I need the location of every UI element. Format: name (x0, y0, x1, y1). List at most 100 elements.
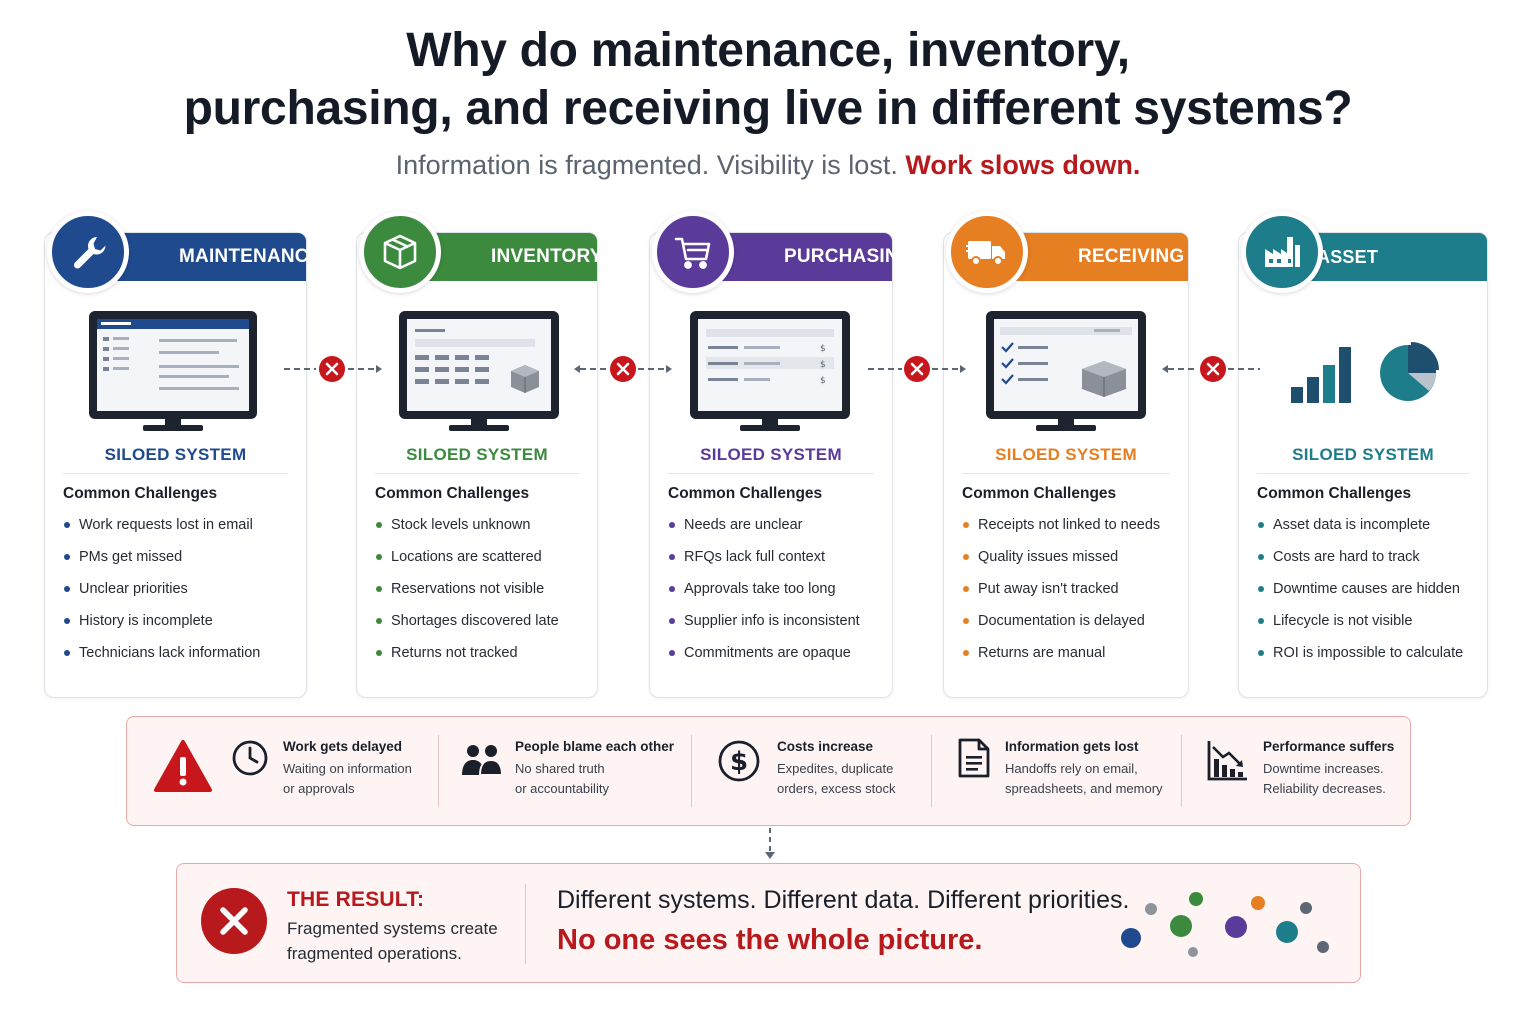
list-item: Put away isn't tracked (962, 579, 1160, 611)
impact-line: orders, excess stock (777, 781, 896, 796)
list-item: Supplier info is inconsistent (668, 611, 860, 643)
title-line-2: purchasing, and receiving live in differ… (183, 82, 1353, 135)
list-item: Stock levels unknown (375, 515, 559, 547)
impact-line: or approvals (283, 781, 355, 796)
subtitle-emphasis: Work slows down. (905, 150, 1141, 180)
declining-chart-icon (1207, 741, 1247, 781)
card-title: INVENTORY (491, 246, 603, 267)
result-text: Fragmented systems create fragmented ope… (287, 916, 498, 966)
divider (668, 473, 874, 474)
monitor-icon (986, 311, 1146, 431)
impact-item: Information gets lost Handoffs rely on e… (957, 717, 1179, 827)
impact-line: spreadsheets, and memory (1005, 781, 1163, 796)
list-item: Unclear priorities (63, 579, 260, 611)
bar-chart-icon (1291, 347, 1351, 403)
list-item: Returns are manual (962, 643, 1160, 675)
impact-line: No shared truth (515, 761, 605, 776)
result-line: fragmented operations. (287, 944, 462, 963)
svg-text:$: $ (730, 747, 748, 777)
list-item: PMs get missed (63, 547, 260, 579)
impact-line: Handoffs rely on email, (1005, 761, 1138, 776)
impact-strip: Work gets delayed Waiting on information… (126, 716, 1411, 826)
card-asset-management: ASSET MANAGEMENT SILOED SYSTEM Common Ch… (1238, 211, 1488, 698)
separator (931, 735, 932, 807)
separator (1181, 735, 1182, 807)
impact-line: Reliability decreases. (1263, 781, 1386, 796)
box-icon (359, 211, 441, 293)
card-title: PURCHASING (784, 246, 914, 267)
siloed-label: SILOED SYSTEM (104, 445, 247, 464)
challenges-list: Asset data is incomplete Costs are hard … (1257, 515, 1463, 675)
list-item: Commitments are opaque (668, 643, 860, 675)
svg-text:$: $ (820, 376, 826, 386)
separator (438, 735, 439, 807)
impact-item: Work gets delayed Waiting on information… (231, 717, 437, 827)
impact-detail: Handoffs rely on email, spreadsheets, an… (1005, 759, 1163, 799)
divider (63, 473, 288, 474)
list-item: ROI is impossible to calculate (1257, 643, 1463, 675)
list-item: Downtime causes are hidden (1257, 579, 1463, 611)
broken-connector (1162, 356, 1260, 382)
card-inventory: INVENTORY SILOED SYSTEM Common Chal (356, 211, 602, 698)
impact-title: Information gets lost (1005, 739, 1139, 754)
card-title: ASSET MANAGEMENT (1317, 247, 1450, 315)
svg-text:$: $ (820, 344, 826, 354)
x-circle-icon (201, 888, 267, 954)
list-item: Approvals take too long (668, 579, 860, 611)
list-item: Shortages discovered late (375, 611, 559, 643)
siloed-label: SILOED SYSTEM (1292, 445, 1434, 464)
list-item: RFQs lack full context (668, 547, 860, 579)
warning-icon (154, 740, 212, 792)
result-emphasis: No one sees the whole picture. (557, 924, 983, 956)
subtitle-text: Information is fragmented. Visibility is… (395, 150, 898, 180)
wrench-icon (47, 211, 129, 293)
impact-title: People blame each other (515, 739, 675, 754)
card-title: RECEIVING (1078, 246, 1185, 267)
impact-detail: Downtime increases. Reliability decrease… (1263, 759, 1386, 799)
impact-detail: Waiting on information or approvals (283, 759, 412, 799)
subtitle: Information is fragmented. Visibility is… (0, 150, 1536, 181)
divider (375, 473, 579, 474)
challenges-list: Stock levels unknown Locations are scatt… (375, 515, 559, 675)
challenges-title: Common Challenges (668, 485, 823, 502)
list-item: Returns not tracked (375, 643, 559, 675)
title-line-1: Why do maintenance, inventory, (406, 24, 1130, 77)
down-arrow (765, 828, 775, 859)
monitor-icon (89, 311, 257, 431)
list-item: Receipts not linked to needs (962, 515, 1160, 547)
divider (1257, 473, 1469, 474)
document-icon (958, 738, 990, 778)
impact-title: Performance suffers (1263, 739, 1395, 754)
monitor-icon: $ $ $ (690, 311, 850, 431)
list-item: Locations are scattered (375, 547, 559, 579)
broken-connector (868, 356, 966, 382)
list-item: Needs are unclear (668, 515, 860, 547)
separator (525, 884, 526, 964)
siloed-label: SILOED SYSTEM (406, 445, 548, 464)
cart-icon (652, 211, 734, 293)
list-item: Documentation is delayed (962, 611, 1160, 643)
impact-detail: Expedites, duplicate orders, excess stoc… (777, 759, 896, 799)
broken-connector (574, 356, 672, 382)
list-item: Quality issues missed (962, 547, 1160, 579)
result-label: THE RESULT: (287, 888, 425, 911)
pie-chart-icon (1380, 342, 1439, 401)
broken-connector (284, 356, 382, 382)
truck-icon (946, 211, 1028, 293)
list-item: Reservations not visible (375, 579, 559, 611)
siloed-label: SILOED SYSTEM (700, 445, 842, 464)
list-item: Asset data is incomplete (1257, 515, 1463, 547)
impact-item: $ Costs increase Expedites, duplicate or… (717, 717, 929, 827)
challenges-title: Common Challenges (375, 485, 530, 502)
list-item: Work requests lost in email (63, 515, 260, 547)
separator (691, 735, 692, 807)
impact-line: or accountability (515, 781, 609, 796)
people-icon (462, 745, 503, 776)
result-statement: Different systems. Different data. Diffe… (557, 886, 1130, 914)
impact-line: Downtime increases. (1263, 761, 1384, 776)
challenges-list: Receipts not linked to needs Quality iss… (962, 515, 1160, 675)
list-item: Technicians lack information (63, 643, 260, 675)
list-item: Lifecycle is not visible (1257, 611, 1463, 643)
impact-detail: No shared truth or accountability (515, 759, 609, 799)
result-line: Fragmented systems create (287, 919, 498, 938)
